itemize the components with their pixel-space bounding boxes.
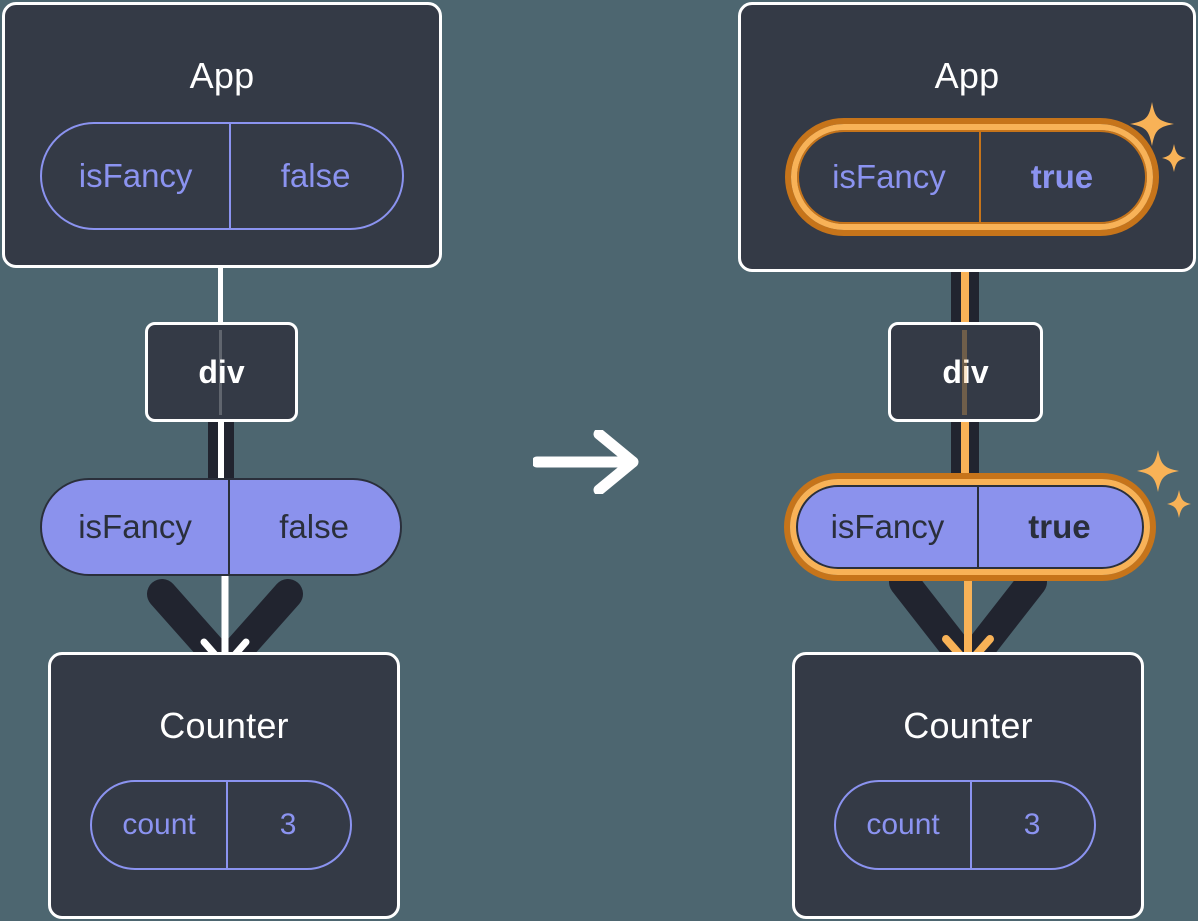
- component-box-counter-before: Counter: [48, 652, 400, 919]
- prop-pill-key-before: isFancy: [78, 508, 192, 545]
- sparkle-small-icon: [1162, 144, 1186, 172]
- transition-arrow-right-icon: [533, 430, 645, 494]
- connector-through-div-after: [962, 330, 967, 415]
- prop-pill-key-after: isFancy: [830, 508, 945, 545]
- state-pill-app-before: isFancy false: [40, 122, 404, 230]
- component-title-app-after: App: [934, 55, 1000, 96]
- state-pill-counter-after: count 3: [834, 780, 1096, 870]
- sparkle-large-icon: [1130, 102, 1174, 146]
- state-pill-app-after: isFancy true: [797, 130, 1147, 224]
- state-pill-value-app-after: true: [1030, 158, 1094, 195]
- dom-node-label-div-before: div: [198, 353, 245, 390]
- state-pill-key-app-before: isFancy: [78, 157, 193, 194]
- state-pill-divider-app-before: [229, 124, 232, 228]
- sparkle-large-icon: [1137, 450, 1179, 492]
- dom-node-div-after: div: [888, 322, 1043, 422]
- dom-node-label-div-after: div: [942, 353, 989, 390]
- component-title-counter-after: Counter: [903, 705, 1033, 746]
- state-pill-value-app-before: false: [280, 157, 351, 194]
- prop-pill-value-before: false: [279, 508, 349, 545]
- prop-pill-divider-after: [976, 487, 979, 567]
- prop-pill-after: isFancy true: [796, 485, 1144, 569]
- state-pill-divider-counter-before: [226, 782, 229, 868]
- state-pill-divider-app-after: [978, 132, 981, 222]
- sparkles-icon-prop-after: [1134, 448, 1194, 526]
- connector-div-to-prop-core-before: [218, 415, 224, 485]
- prop-pill-divider-before: [228, 480, 231, 574]
- state-pill-value-counter-before: 3: [279, 808, 297, 841]
- state-pill-key-counter-after: count: [866, 808, 940, 841]
- state-pill-counter-before: count 3: [90, 780, 352, 870]
- dom-node-div-before: div: [145, 322, 298, 422]
- prop-pill-value-after: true: [1028, 508, 1091, 545]
- state-pill-value-counter-after: 3: [1023, 808, 1041, 841]
- state-pill-key-app-after: isFancy: [832, 158, 946, 195]
- sparkles-icon-app-after: [1126, 100, 1188, 180]
- component-title-counter-before: Counter: [159, 705, 289, 746]
- component-title-app-before: App: [189, 55, 255, 96]
- state-pill-divider-counter-after: [970, 782, 973, 868]
- connector-app-to-div-before: [218, 215, 223, 325]
- sparkle-small-icon: [1167, 490, 1191, 518]
- connector-div-to-prop-core-after: [961, 415, 969, 485]
- state-pill-key-counter-before: count: [122, 808, 196, 841]
- prop-pill-before: isFancy false: [40, 478, 402, 576]
- connector-through-div-before: [219, 330, 222, 415]
